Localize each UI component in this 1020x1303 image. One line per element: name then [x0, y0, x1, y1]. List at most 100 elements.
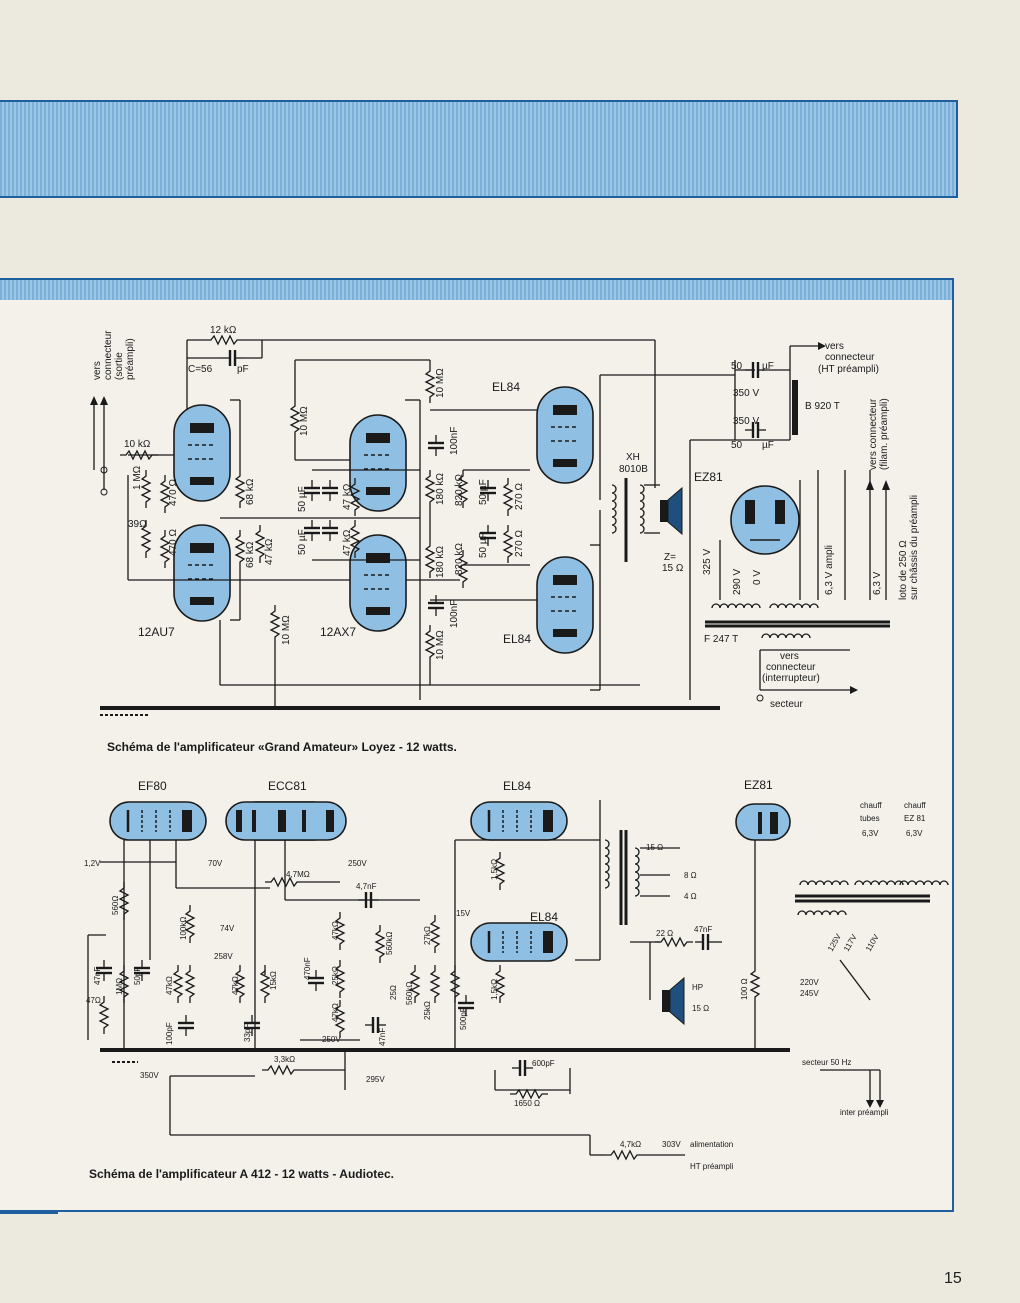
svg-text:47nF: 47nF: [93, 967, 102, 985]
svg-text:74V: 74V: [220, 924, 235, 933]
svg-text:6,3V: 6,3V: [906, 829, 923, 838]
svg-text:12AU7: 12AU7: [138, 625, 175, 639]
svg-text:6,3V: 6,3V: [862, 829, 879, 838]
svg-text:350V: 350V: [140, 1071, 159, 1080]
svg-text:C=56: C=56: [188, 364, 213, 375]
svg-text:10 MΩ: 10 MΩ: [281, 615, 292, 645]
svg-text:50 µF: 50 µF: [478, 479, 489, 505]
svg-text:EZ 81: EZ 81: [904, 814, 926, 823]
svg-text:350 V: 350 V: [733, 388, 759, 399]
svg-text:EL84: EL84: [530, 910, 558, 924]
svg-text:50 µF: 50 µF: [297, 529, 308, 555]
svg-text:(filam. préampli): (filam. préampli): [879, 398, 890, 470]
header-band: [0, 100, 958, 198]
svg-text:303V: 303V: [662, 1140, 681, 1149]
svg-text:47 kΩ: 47 kΩ: [264, 538, 275, 565]
svg-text:ECC81: ECC81: [268, 779, 307, 793]
diagram2-labels: EF80 ECC81 EL84 EL84 EZ81 1,2V 70V 4,7MΩ…: [84, 778, 926, 1181]
svg-text:1MΩ: 1MΩ: [115, 978, 124, 995]
svg-text:10 MΩ: 10 MΩ: [435, 368, 446, 398]
svg-text:110V: 110V: [864, 932, 881, 953]
svg-text:47 kΩ: 47 kΩ: [342, 529, 353, 556]
svg-text:50 µF: 50 µF: [297, 486, 308, 512]
svg-text:vers: vers: [780, 651, 799, 662]
svg-text:270 Ω: 270 Ω: [514, 483, 525, 510]
svg-text:15 Ω: 15 Ω: [662, 563, 684, 574]
svg-text:820 kΩ: 820 kΩ: [454, 474, 465, 506]
svg-text:25Ω: 25Ω: [389, 985, 398, 1000]
svg-text:470 Ω: 470 Ω: [168, 529, 179, 556]
svg-text:325 V: 325 V: [702, 549, 713, 575]
svg-text:µF: µF: [762, 440, 774, 451]
svg-text:sur châssis du préampli: sur châssis du préampli: [909, 495, 920, 600]
caption-1: Schéma de l'amplificateur «Grand Amateur…: [107, 740, 457, 754]
svg-text:EF80: EF80: [138, 779, 167, 793]
svg-text:0 V: 0 V: [752, 570, 763, 585]
svg-text:8010B: 8010B: [619, 464, 648, 475]
svg-text:vers: vers: [92, 361, 103, 380]
svg-text:47kΩ: 47kΩ: [331, 1003, 340, 1022]
svg-text:HP: HP: [692, 983, 703, 992]
svg-text:180 kΩ: 180 kΩ: [435, 546, 446, 578]
svg-text:125V: 125V: [826, 932, 843, 953]
svg-text:tubes: tubes: [860, 814, 880, 823]
svg-text:B 920 T: B 920 T: [805, 401, 840, 412]
svg-text:EL84: EL84: [503, 632, 531, 646]
svg-text:1,5kΩ: 1,5kΩ: [490, 859, 499, 880]
svg-text:47 kΩ: 47 kΩ: [342, 483, 353, 510]
svg-text:100kΩ: 100kΩ: [179, 917, 188, 940]
svg-text:4,7MΩ: 4,7MΩ: [286, 870, 310, 879]
svg-text:alimentation: alimentation: [690, 1140, 733, 1149]
svg-text:µF: µF: [762, 361, 774, 372]
svg-text:10 MΩ: 10 MΩ: [435, 630, 446, 660]
svg-text:4,7kΩ: 4,7kΩ: [620, 1140, 641, 1149]
diagram1-wiring: [90, 335, 890, 716]
svg-text:250V: 250V: [348, 859, 367, 868]
svg-text:68 kΩ: 68 kΩ: [245, 478, 256, 505]
svg-text:10 MΩ: 10 MΩ: [299, 406, 310, 436]
svg-text:47kΩ: 47kΩ: [331, 921, 340, 940]
svg-text:(sortie: (sortie: [114, 352, 125, 380]
frame-stripe: [0, 280, 952, 300]
svg-text:50pF: 50pF: [133, 967, 142, 985]
svg-text:secteur 50 Hz: secteur 50 Hz: [802, 1058, 851, 1067]
svg-text:12 kΩ: 12 kΩ: [210, 325, 237, 336]
svg-text:250V: 250V: [322, 1035, 341, 1044]
svg-text:22 Ω: 22 Ω: [656, 929, 673, 938]
diagram1-labels: 12 kΩ C=56 pF 10 kΩ 39Ω 12AU7 12AX7 EL84…: [92, 325, 920, 754]
svg-text:6,3 V: 6,3 V: [872, 571, 883, 595]
svg-text:EL84: EL84: [503, 779, 531, 793]
svg-text:560Ω: 560Ω: [111, 896, 120, 915]
svg-text:560kΩ: 560kΩ: [405, 982, 414, 1005]
svg-text:vers connecteur: vers connecteur: [868, 398, 879, 470]
svg-text:1,5kΩ: 1,5kΩ: [490, 979, 499, 1000]
svg-text:EL84: EL84: [492, 380, 520, 394]
svg-text:chauff: chauff: [904, 801, 926, 810]
svg-text:470 Ω: 470 Ω: [168, 479, 179, 506]
svg-text:15 Ω: 15 Ω: [692, 1004, 709, 1013]
svg-text:33pF: 33pF: [243, 1024, 252, 1042]
svg-text:47nF: 47nF: [694, 925, 712, 934]
svg-text:350 V: 350 V: [733, 416, 759, 427]
svg-text:50 µF: 50 µF: [478, 532, 489, 558]
svg-text:600pF: 600pF: [532, 1059, 555, 1068]
svg-text:47kΩ: 47kΩ: [165, 976, 174, 995]
svg-text:1,2V: 1,2V: [84, 859, 101, 868]
svg-text:F 247 T: F 247 T: [704, 634, 738, 645]
svg-text:39Ω: 39Ω: [128, 519, 147, 530]
svg-text:220V: 220V: [800, 978, 819, 987]
svg-text:258V: 258V: [214, 952, 233, 961]
svg-text:vers: vers: [825, 341, 844, 352]
svg-text:47kΩ: 47kΩ: [231, 976, 240, 995]
svg-text:pF: pF: [237, 364, 249, 375]
svg-text:290 V: 290 V: [732, 569, 743, 595]
svg-text:1650 Ω: 1650 Ω: [514, 1099, 540, 1108]
svg-text:10 kΩ: 10 kΩ: [124, 439, 151, 450]
svg-text:500pF: 500pF: [459, 1007, 468, 1030]
svg-text:117V: 117V: [842, 932, 859, 953]
svg-text:100nF: 100nF: [449, 427, 460, 455]
svg-text:8 Ω: 8 Ω: [684, 871, 697, 880]
svg-text:12AX7: 12AX7: [320, 625, 356, 639]
svg-text:270 Ω: 270 Ω: [514, 530, 525, 557]
